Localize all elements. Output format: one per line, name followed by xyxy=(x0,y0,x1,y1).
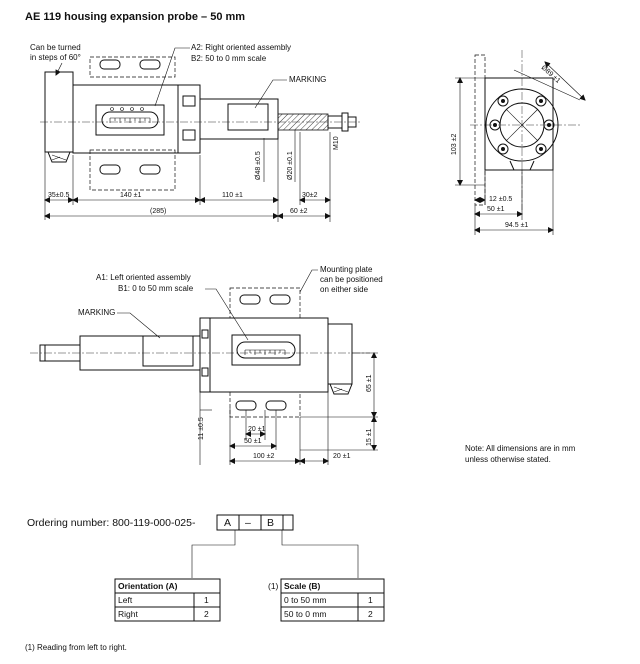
orientation-left-code: 1 xyxy=(204,595,209,605)
scale-0-50-code: 1 xyxy=(368,595,373,605)
flange-circle xyxy=(485,88,559,162)
main-housing xyxy=(209,317,329,393)
note-text: unless otherwise stated. xyxy=(465,455,551,464)
dim-15: 15 ±1 xyxy=(366,428,373,446)
rotating-cap xyxy=(44,71,74,153)
orientation-right: Right xyxy=(118,609,138,619)
ordering-label: Ordering number: 800-119-000-025- xyxy=(27,517,196,529)
option-box-b-label: B xyxy=(267,517,274,529)
scale-label: B2: 50 to 0 mm scale xyxy=(191,54,267,63)
bottom-view: A1: Left oriented assembly B1: 0 to 50 m… xyxy=(30,265,383,465)
marking-plate xyxy=(227,103,269,131)
cap-foot xyxy=(47,151,71,163)
mounting-plate-bottom xyxy=(89,149,176,191)
scale-50-0-code: 2 xyxy=(368,609,373,619)
marking-plate xyxy=(142,335,194,367)
top-view: Can be turned in steps of 60° A2: Right … xyxy=(30,43,362,222)
marking-label: MARKING xyxy=(289,75,326,84)
orientation-header: Orientation (A) xyxy=(118,581,178,591)
dim-20: 20 ±1 xyxy=(248,426,266,433)
mounting-plate-side xyxy=(474,54,486,206)
slot-hole xyxy=(139,164,161,175)
ordering-number: Ordering number: 800-119-000-025- A – B xyxy=(27,514,359,578)
plate-note: on either side xyxy=(320,285,369,294)
assembly-label: A2: Right oriented assembly xyxy=(191,43,291,52)
rotating-cap xyxy=(327,323,353,385)
scale-footnote-ref: (1) xyxy=(268,581,279,591)
end-bolt xyxy=(182,95,196,107)
slot-hole xyxy=(99,164,121,175)
drawing-title: AE 119 housing expansion probe – 50 mm xyxy=(25,11,245,23)
dim-50: 50 ±1 xyxy=(487,206,505,213)
turn-note: in steps of 60° xyxy=(30,53,81,62)
note-text: Note: All dimensions are in mm xyxy=(465,444,576,453)
scale-table: (1) Scale (B) 0 to 50 mm 1 50 to 0 mm 2 xyxy=(268,578,385,622)
dim-dia20: Ø20 ±0.1 xyxy=(287,151,294,180)
dim-100: 100 ±2 xyxy=(253,453,274,460)
ordering-dash: – xyxy=(245,517,251,529)
marking-label: MARKING xyxy=(78,308,115,317)
assembly-label: A1: Left oriented assembly xyxy=(96,273,191,282)
scale-label: B1: 0 to 50 mm scale xyxy=(118,284,194,293)
main-housing xyxy=(72,84,179,154)
dim-dia48: Ø48 ±0.5 xyxy=(255,151,262,180)
dim-140: 140 ±1 xyxy=(120,192,141,199)
slot-hole xyxy=(139,59,161,70)
orientation-right-code: 2 xyxy=(204,609,209,619)
scale-window-frame xyxy=(95,104,165,136)
plate-note: Mounting plate xyxy=(320,265,373,274)
dim-94: 94.5 ±1 xyxy=(505,222,528,229)
end-bolt xyxy=(182,129,196,141)
dim-11: 11 ±0.5 xyxy=(198,417,205,440)
orientation-table: Orientation (A) Left 1 Right 2 xyxy=(114,578,221,622)
footnote: (1) Reading from left to right. xyxy=(25,643,127,652)
housing-end xyxy=(177,84,201,154)
plate-note: can be positioned xyxy=(320,275,383,284)
scale-window-frame xyxy=(231,334,301,366)
dim-30: 30±2 xyxy=(302,192,318,199)
probe-tube xyxy=(199,98,279,140)
side-view: Ø89 ±1 103 ±2 12 ±0.5 50 ±1 94.5 ±1 xyxy=(451,50,586,235)
dim-60: 60 ±2 xyxy=(290,208,308,215)
housing-end xyxy=(199,317,211,393)
dim-m10: M10 xyxy=(333,136,340,150)
mounting-plate-top xyxy=(229,287,301,319)
dim-12: 12 ±0.5 xyxy=(489,196,512,203)
scale-ticks xyxy=(244,349,286,355)
dim-20b: 20 ±1 xyxy=(333,453,351,460)
dim-65: 65 ±1 xyxy=(366,374,373,392)
dim-110: 110 ±1 xyxy=(222,192,243,199)
dim-285: (285) xyxy=(150,208,166,215)
orientation-left: Left xyxy=(118,595,133,605)
dim-50: 50 ±1 xyxy=(244,438,262,445)
scale-50-0: 50 to 0 mm xyxy=(284,609,327,619)
mounting-plate-top xyxy=(89,56,176,78)
scale-window xyxy=(236,341,296,359)
slot-hole xyxy=(99,59,121,70)
scale-header: Scale (B) xyxy=(284,581,321,591)
dim-35: 35±0.5 xyxy=(48,192,69,199)
scale-0-50: 0 to 50 mm xyxy=(284,595,327,605)
scale-window xyxy=(101,111,159,129)
option-box-a-label: A xyxy=(224,517,231,529)
dim-103: 103 ±2 xyxy=(451,134,458,155)
turn-note: Can be turned xyxy=(30,43,81,52)
